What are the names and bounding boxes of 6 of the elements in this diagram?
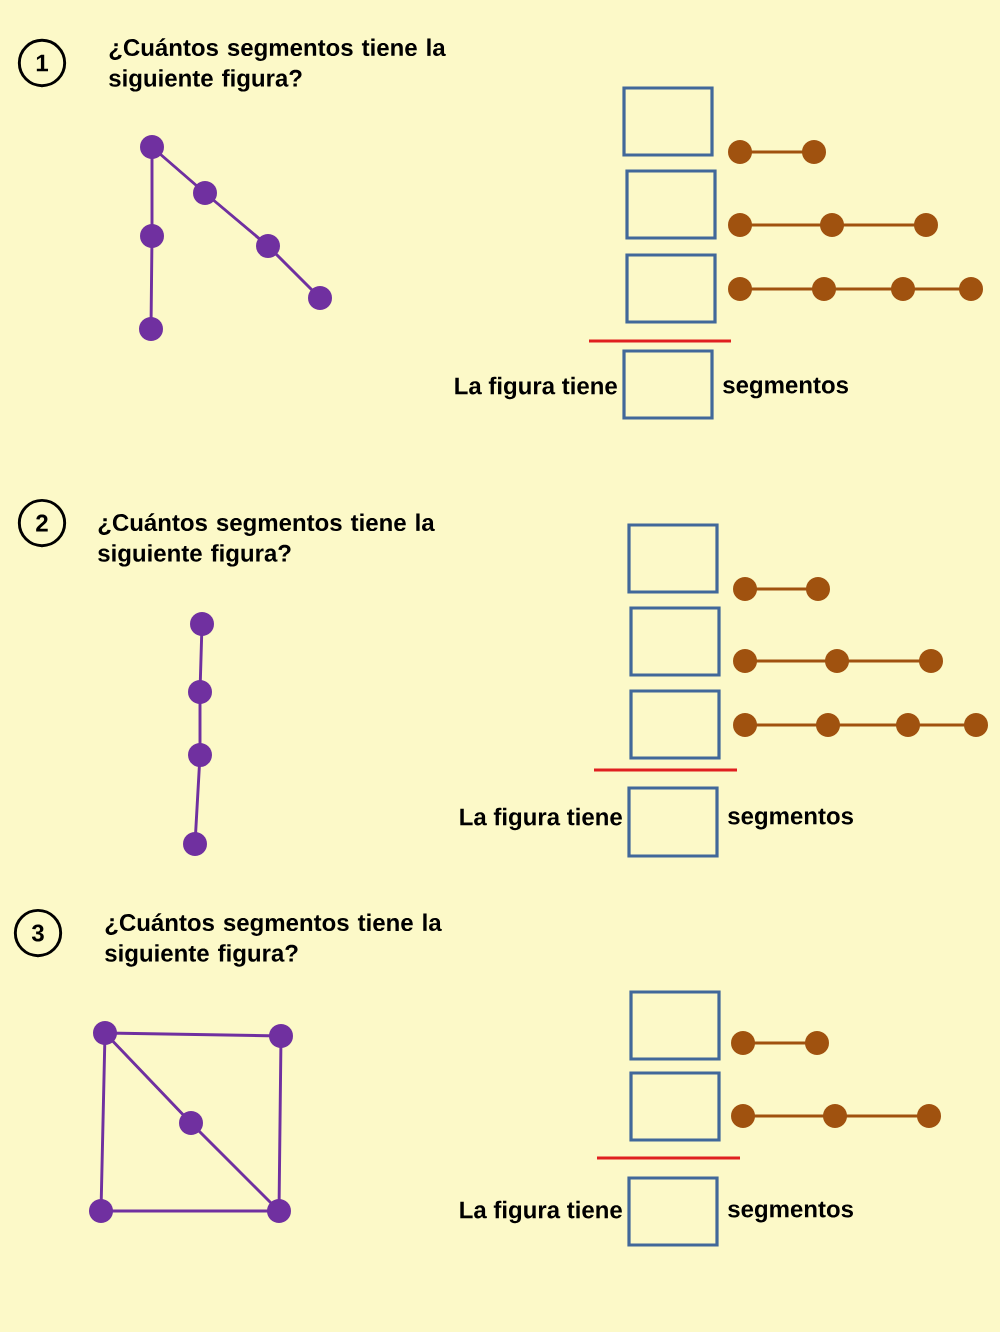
answer-text: La figura tiene [460, 1200, 622, 1224]
unit-text: segmentos [728, 808, 853, 830]
answer-text: La figura tiene [460, 807, 622, 831]
unit-text: segmentos [728, 1201, 853, 1223]
answer-text: La figura tiene [455, 376, 617, 400]
unit-text: segmentos [723, 377, 848, 399]
